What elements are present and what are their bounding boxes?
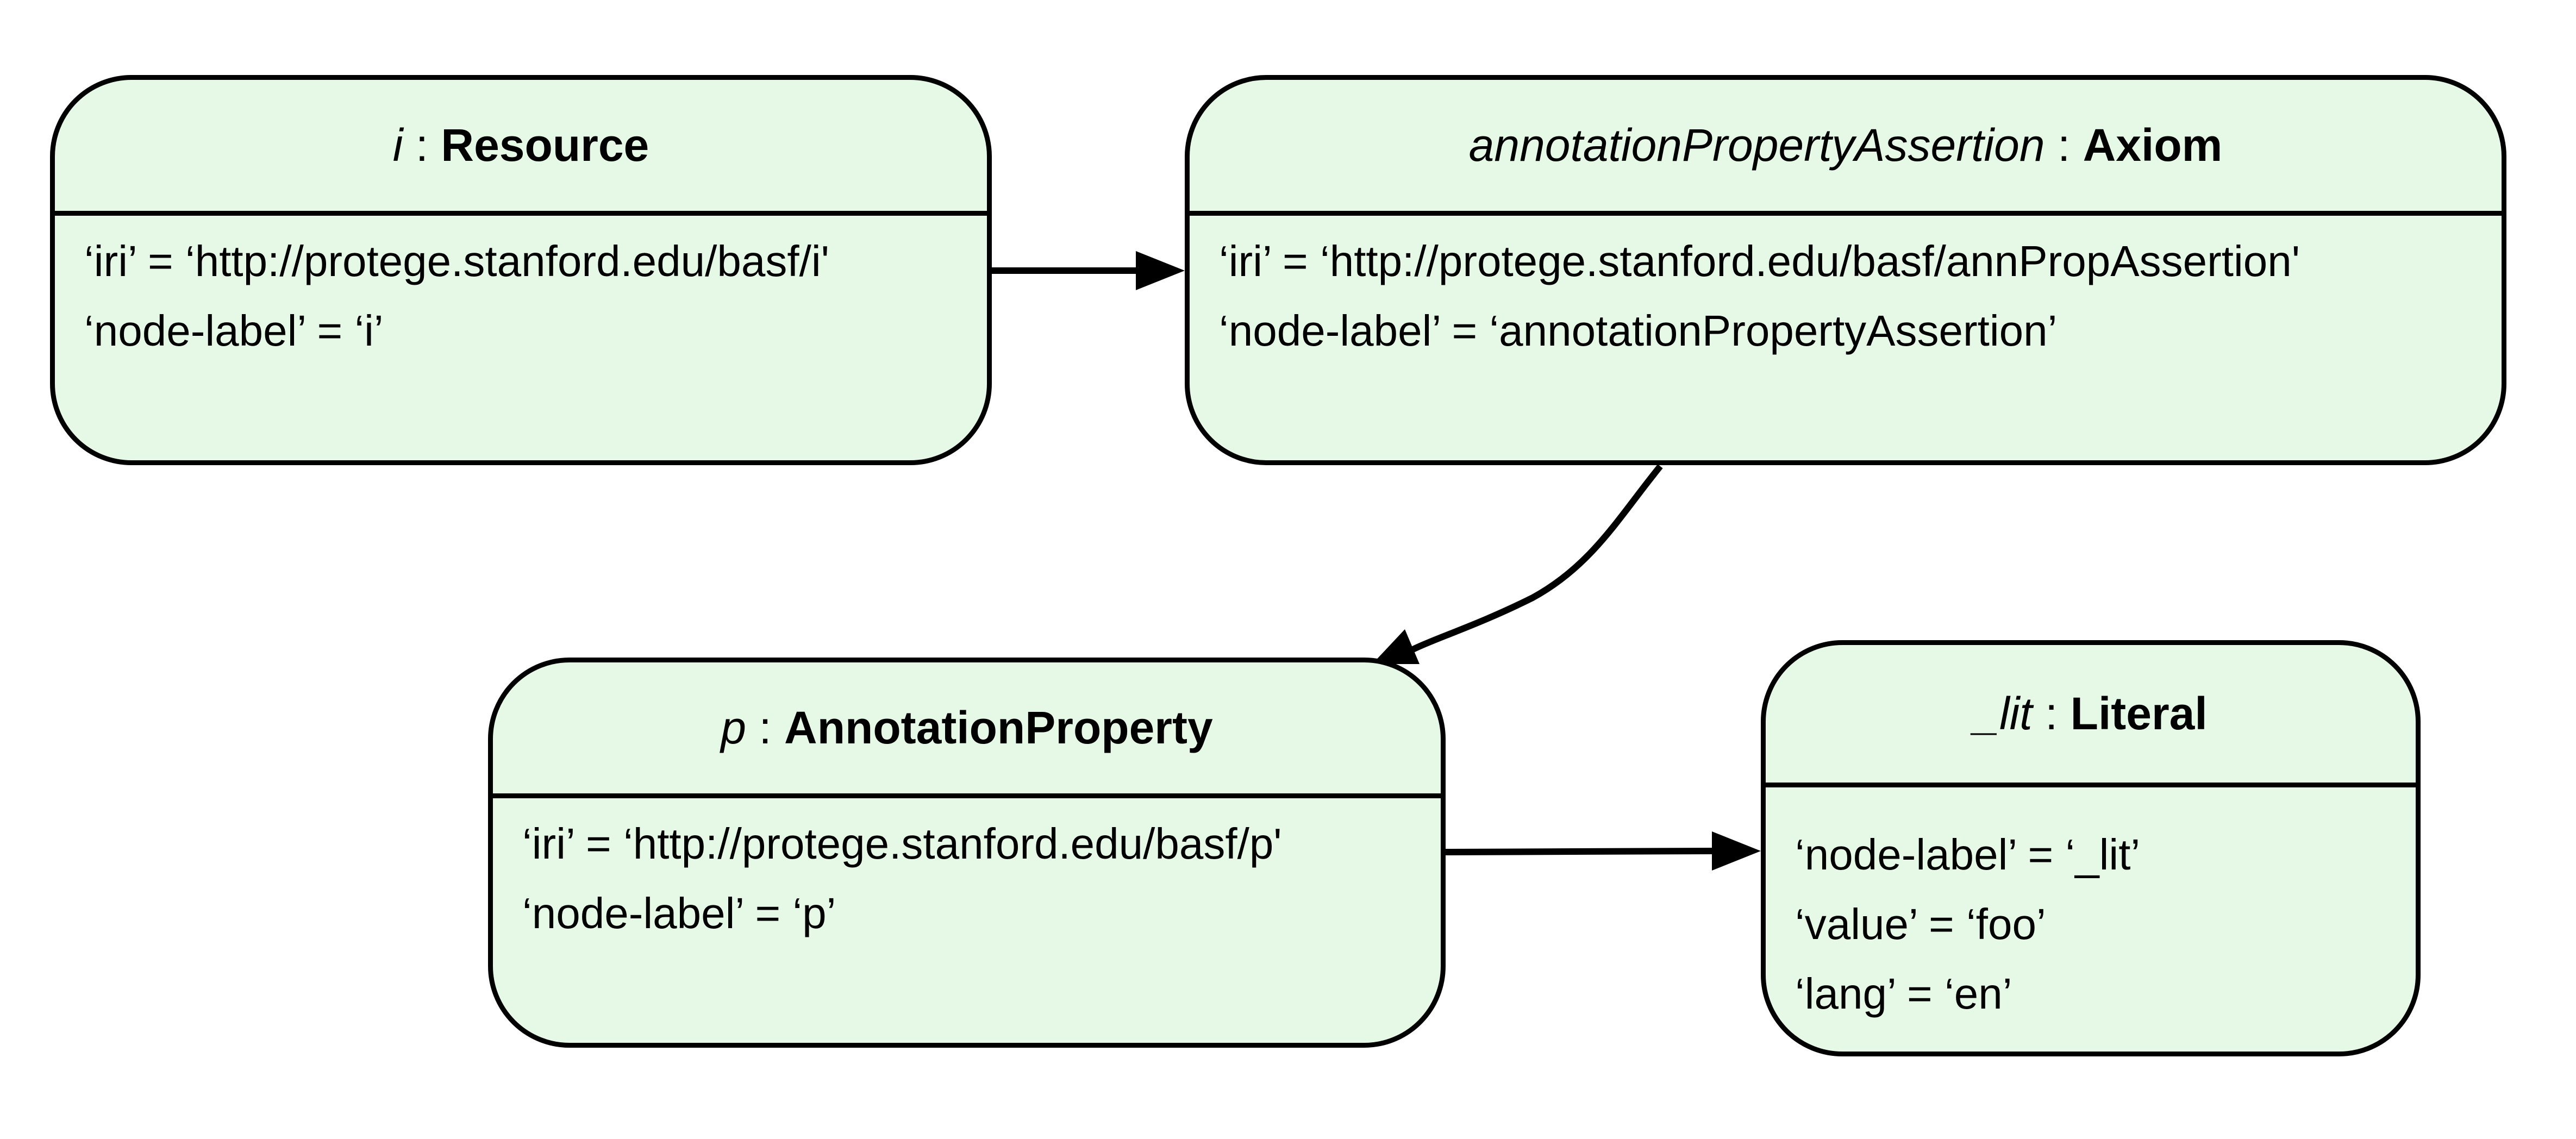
node-separator: : [2044,120,2083,171]
node-type-name: Literal [2070,688,2208,739]
node-separator: : [403,120,441,171]
node-attributes: ‘node-label’ = ‘_lit’ ‘value’ = ‘foo’ ‘l… [1795,820,2405,1029]
attribute-row: ‘node-label’ = ‘i’ [84,306,384,355]
node-attributes: ‘iri’ = ‘http://protege.stanford.edu/bas… [84,227,976,366]
attribute-row: ‘lang’ = ‘en’ [1795,969,2012,1018]
attribute-row: ‘value’ = ‘foo’ [1795,900,2046,948]
edge-resource-to-axiom [992,251,1185,290]
node-separator: : [746,702,785,753]
node-instance-name: _lit [1974,688,2033,739]
node-header: p : AnnotationProperty [493,662,1441,798]
node-header: _lit : Literal [1766,645,2416,787]
attribute-row: ‘node-label’ = ‘p’ [522,889,836,937]
axiom-node: annotationPropertyAssertion : Axiom ‘iri… [1185,75,2506,465]
node-separator: : [2032,688,2071,739]
attribute-row: ‘node-label’ = ‘annotationPropertyAssert… [1219,306,2058,355]
resource-node: i : Resource ‘iri’ = ‘http://protege.sta… [50,75,992,465]
attribute-row: ‘iri’ = ‘http://protege.stanford.edu/bas… [522,819,1282,868]
node-instance-name: annotationPropertyAssertion [1468,120,2045,171]
node-instance-name: p [721,702,747,753]
node-header: i : Resource [55,80,987,216]
annotation-property-node: p : AnnotationProperty ‘iri’ = ‘http://p… [488,658,1446,1048]
node-type-name: Axiom [2083,120,2223,171]
edge-annotation-property-to-literal [1445,831,1761,871]
node-attributes: ‘iri’ = ‘http://protege.stanford.edu/bas… [1219,227,2491,366]
literal-node: _lit : Literal ‘node-label’ = ‘_lit’ ‘va… [1761,640,2421,1056]
edge-axiom-to-annotation-property [1372,464,1663,664]
attribute-row: ‘iri’ = ‘http://protege.stanford.edu/bas… [1219,237,2300,285]
attribute-row: ‘node-label’ = ‘_lit’ [1795,830,2141,879]
node-type-name: AnnotationProperty [784,702,1213,753]
node-attributes: ‘iri’ = ‘http://protege.stanford.edu/bas… [522,809,1430,948]
node-instance-name: i [392,120,403,171]
node-type-name: Resource [441,120,649,171]
attribute-row: ‘iri’ = ‘http://protege.stanford.edu/bas… [84,237,829,285]
node-header: annotationPropertyAssertion : Axiom [1190,80,2502,216]
